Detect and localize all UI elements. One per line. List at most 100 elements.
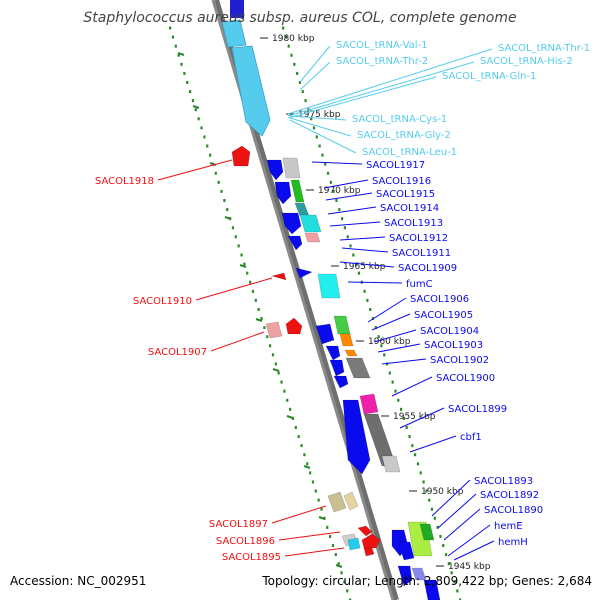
- tick-dot: [169, 26, 172, 30]
- tick-dot: [303, 453, 306, 457]
- forward-gene-feature: [397, 541, 415, 561]
- tick-dot: [251, 289, 255, 293]
- forward-gene-feature: [274, 181, 292, 205]
- forward-gene-label: SACOL1893: [474, 476, 533, 487]
- forward-gene-feature: [397, 565, 413, 587]
- tick-dot: [283, 389, 286, 393]
- reverse-leader-line: [271, 505, 327, 524]
- tick-dot: [254, 298, 257, 302]
- reverse-gene-label: SACOL1907: [148, 347, 207, 358]
- forward-leader-line: [453, 540, 495, 561]
- tick-dot: [286, 398, 289, 402]
- tick-dot: [329, 534, 332, 538]
- forward-gene-label: SACOL1916: [372, 176, 431, 187]
- tick-dot: [459, 598, 462, 600]
- tick-dot: [450, 571, 453, 575]
- tick-dot: [388, 371, 391, 375]
- forward-leader-line: [339, 261, 395, 268]
- forward-gene-label: SACOL1904: [420, 326, 479, 337]
- tick-dot: [357, 271, 361, 275]
- forward-gene-feature: [290, 179, 305, 203]
- forward-leader-line: [409, 435, 457, 453]
- tick-dot: [223, 199, 226, 203]
- tick-dot: [414, 453, 417, 457]
- tick-dot: [320, 507, 323, 511]
- tick-dot: [397, 398, 400, 402]
- kbp-scale-label: 1945 kbp: [448, 562, 491, 572]
- tick-dot: [331, 544, 335, 548]
- dash-mark: [192, 105, 200, 109]
- tick-dot: [301, 90, 304, 94]
- reverse-gene-label: SACOL1896: [216, 536, 275, 547]
- forward-gene-feature: [333, 375, 349, 389]
- tick-dot: [442, 544, 445, 548]
- forward-gene-feature: [299, 214, 322, 233]
- tick-dot: [340, 571, 343, 575]
- tick-dot: [321, 153, 324, 157]
- tick-dot: [266, 335, 269, 339]
- tick-dot: [343, 226, 347, 230]
- reverse-gene-label: SACOL1910: [133, 296, 192, 307]
- tick-dot: [402, 416, 406, 420]
- forward-leader-line: [443, 508, 481, 541]
- reverse-label-group: SACOL1918SACOL1910SACOL1907SACOL1897SACO…: [95, 159, 345, 563]
- forward-gene-feature: [344, 349, 358, 357]
- tick-dot: [306, 462, 309, 466]
- trna-gene-cluster: [221, 0, 271, 137]
- tick-dot: [329, 180, 332, 184]
- trna-label: SACOL_tRNA-Leu-1: [362, 147, 457, 158]
- tick-dot: [220, 189, 223, 193]
- tick-dot: [366, 298, 369, 302]
- tick-dot: [312, 126, 316, 130]
- tick-dot: [326, 171, 330, 175]
- forward-gene-label: SACOL1909: [398, 263, 457, 274]
- forward-gene-label: SACOL1912: [389, 233, 448, 244]
- tick-dot: [183, 71, 186, 75]
- tick-dot: [346, 235, 349, 239]
- trna-label: SACOL_tRNA-Val-1: [336, 40, 428, 51]
- trna-feature: [231, 45, 271, 137]
- tick-dot: [237, 244, 240, 248]
- forward-gene-feature: [345, 357, 371, 379]
- forward-gene-label: SACOL1892: [480, 490, 539, 501]
- forward-gene-label: hemE: [494, 521, 523, 532]
- forward-gene-label: SACOL1906: [410, 294, 469, 305]
- tick-dot: [439, 534, 442, 538]
- reverse-gene-feature: [347, 537, 361, 551]
- trna-leader-line: [287, 48, 493, 115]
- tick-dot: [310, 117, 313, 121]
- dash-mark: [335, 564, 343, 568]
- trna-leader-line: [289, 119, 357, 154]
- forward-leader-line: [367, 297, 407, 323]
- tick-dot: [197, 117, 200, 121]
- trna-label: SACOL_tRNA-Thr-1: [498, 43, 590, 54]
- tick-dot: [282, 26, 285, 30]
- forward-gene-feature: [381, 455, 401, 473]
- forward-gene-feature: [287, 235, 303, 251]
- forward-gene-label: hemH: [498, 537, 528, 548]
- forward-leader-line: [431, 479, 471, 517]
- tick-dot: [311, 480, 315, 484]
- tick-dot: [408, 435, 411, 439]
- trna-feature: [230, 0, 244, 18]
- reverse-leader-line: [210, 331, 265, 352]
- tick-dot: [343, 580, 346, 584]
- forward-gene-feature: [325, 345, 341, 361]
- tick-dot: [341, 217, 344, 221]
- trna-feature: [221, 19, 247, 48]
- forward-gene-feature: [282, 157, 301, 179]
- dash-mark: [224, 216, 232, 220]
- forward-gene-label: SACOL1900: [436, 373, 495, 384]
- tick-dot: [200, 126, 203, 130]
- forward-gene-label: SACOL1905: [414, 310, 473, 321]
- kbp-scale-label: 1950 kbp: [421, 487, 464, 497]
- accession-text: Accession: NC_002951: [10, 574, 147, 588]
- forward-leader-line: [447, 524, 491, 557]
- tick-dot: [287, 44, 290, 48]
- forward-leader-line: [373, 329, 417, 343]
- tick-dot: [456, 589, 459, 593]
- forward-gene-feature: [266, 159, 284, 181]
- tick-dot: [422, 480, 425, 484]
- forward-gene-label: SACOL1899: [448, 404, 507, 415]
